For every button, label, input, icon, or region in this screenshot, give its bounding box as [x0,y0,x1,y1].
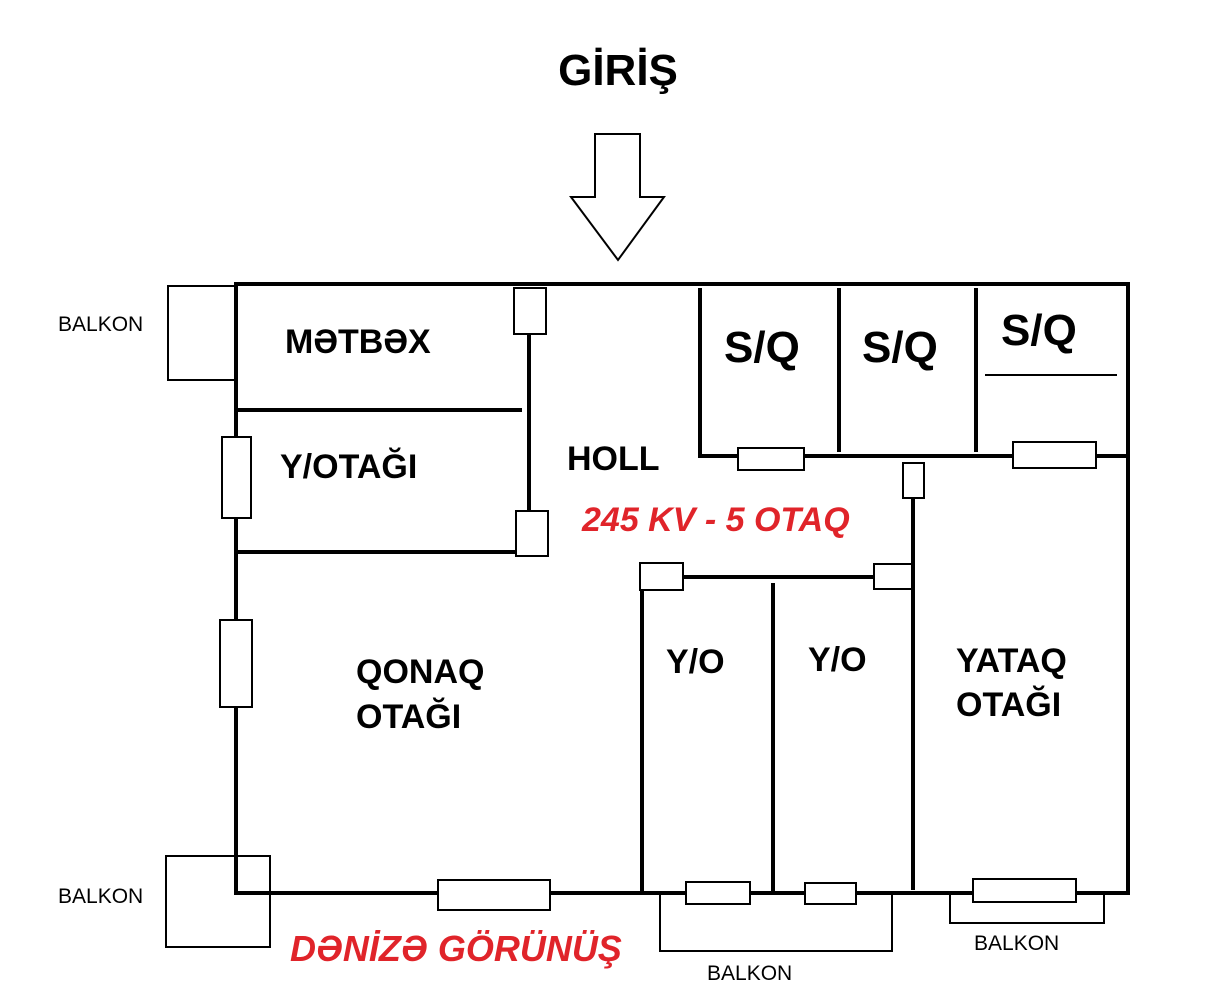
bedroom-door-1 [639,562,684,591]
balcony-bottom-middle [659,895,893,952]
window-left-1 [221,436,252,519]
balcony-bottom-right-label: BALKON [974,932,1059,955]
storage-1-label: S/Q [724,323,800,372]
kitchen-label: MƏTBƏX [285,323,431,361]
storage-2-label: S/Q [862,323,938,372]
small-room-label: Y/OTAĞI [280,448,417,486]
balcony-bottom-right [949,893,1105,924]
window-bottom-living [437,879,551,911]
window-bottom-bedroom-1 [685,881,751,905]
sea-view-note: DƏNİZƏ GÖRÜNÜŞ [290,928,622,969]
master-bedroom-label-line2: OTAĞI [956,686,1061,724]
balcony-top-left-label: BALKON [58,313,143,336]
bedroom-door-2 [873,563,913,590]
balcony-bottom-middle-label: BALKON [707,962,792,985]
window-bottom-bedroom-2 [804,882,857,905]
bedroom-2-label: Y/O [808,641,867,679]
storage-3-label: S/Q [1001,306,1077,355]
bedroom-1-label: Y/O [666,643,725,681]
balcony-top-left [167,285,236,381]
entrance-title: GİRİŞ [558,46,678,95]
outer-wall [234,282,1130,895]
living-room-label-line2: OTAĞI [356,698,461,736]
master-bedroom-label-line1: YATAQ [956,642,1067,680]
window-left-2 [219,619,253,708]
storage-door-3 [1012,441,1097,469]
storage-door-1 [737,447,805,471]
balcony-bottom-left [165,855,271,948]
window-bottom-master [972,878,1077,903]
area-rooms-summary: 245 KV - 5 OTAQ [581,501,850,539]
small-room-door [515,510,549,557]
living-room-label-line1: QONAQ [356,653,484,691]
kitchen-door [513,287,547,335]
balcony-bottom-left-label: BALKON [58,885,143,908]
entrance-arrow-icon [569,133,666,262]
hall-label: HOLL [567,440,660,478]
master-bedroom-door [902,462,925,499]
